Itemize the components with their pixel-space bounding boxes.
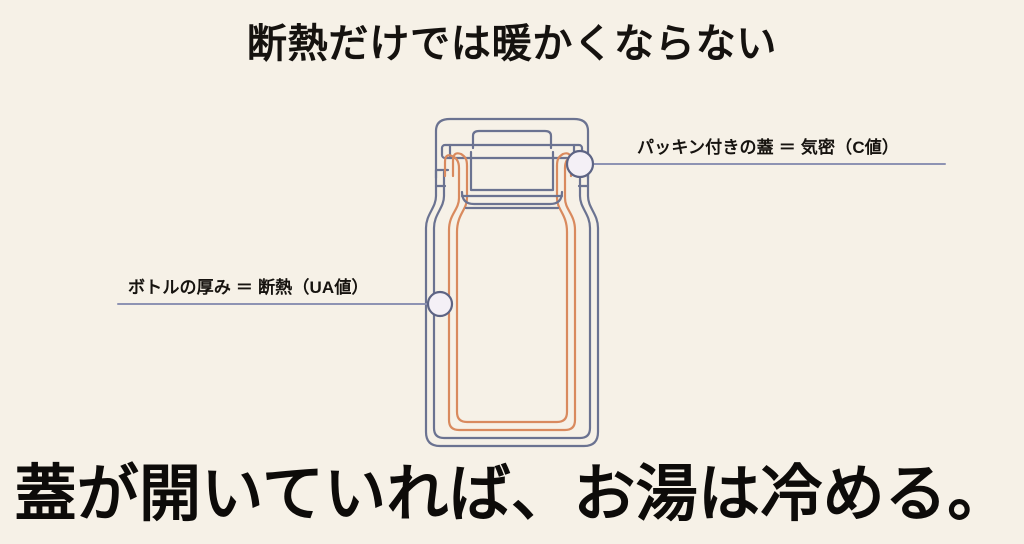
callout-label-wall-insulation: ボトルの厚み ＝ 断熱（UA値） [128,278,369,297]
gasket-hooks [443,152,581,178]
slide-caption: 蓋が開いていれば、お湯は冷める。 [14,460,1010,529]
callout-node-wall [426,290,454,318]
callout-node-lid [565,149,595,179]
callout-leader-lines [117,163,946,305]
cap-outer [434,117,590,180]
bottle-inner-wall [447,164,577,432]
cap-inner-body [460,129,564,210]
slide-title: 断熱だけでは暖かくならない [246,22,778,66]
callout-nodes [426,149,595,318]
bottle-outer-wall [424,168,600,448]
callout-label-lid-airtightness: パッキン付きの蓋 ＝ 気密（C値） [637,138,900,157]
